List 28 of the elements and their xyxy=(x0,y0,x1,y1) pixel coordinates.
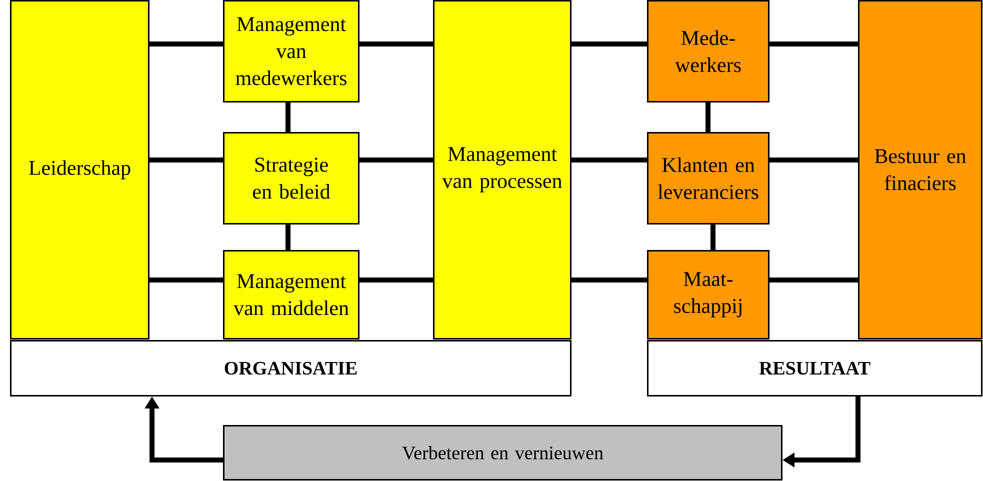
connector-line xyxy=(770,158,858,162)
result-box: Maat-schappij xyxy=(647,250,770,340)
process-box: Leiderschap xyxy=(10,0,150,340)
connector-line xyxy=(150,42,223,46)
process-box: Management van processen xyxy=(433,0,572,340)
category-band: ORGANISATIE xyxy=(10,340,572,396)
connector-line xyxy=(360,158,433,162)
connector-line xyxy=(150,278,223,282)
process-box: Management van middelen xyxy=(223,250,360,340)
result-box: Bestuur en finaciers xyxy=(858,0,982,340)
connector-line xyxy=(710,224,716,250)
connector-line xyxy=(286,224,290,250)
connector-line xyxy=(360,42,433,46)
connector-line xyxy=(572,278,647,282)
result-box: Mede-werkers xyxy=(647,0,770,102)
connector-line xyxy=(572,42,647,46)
result-box: Klanten en leveranciers xyxy=(647,132,770,224)
connector-line xyxy=(770,278,858,282)
category-band: RESULTAAT xyxy=(647,340,982,396)
process-box: Management van medewerkers xyxy=(223,0,360,102)
connector-line xyxy=(572,158,647,162)
improvement-box: Verbeteren en vernieuwen xyxy=(223,425,782,480)
connector-line xyxy=(770,42,858,46)
connector-line xyxy=(286,102,290,132)
connector-line xyxy=(360,278,433,282)
connector-line xyxy=(150,158,223,162)
process-box: Strategie en beleid xyxy=(223,132,360,224)
connector-line xyxy=(706,102,710,132)
